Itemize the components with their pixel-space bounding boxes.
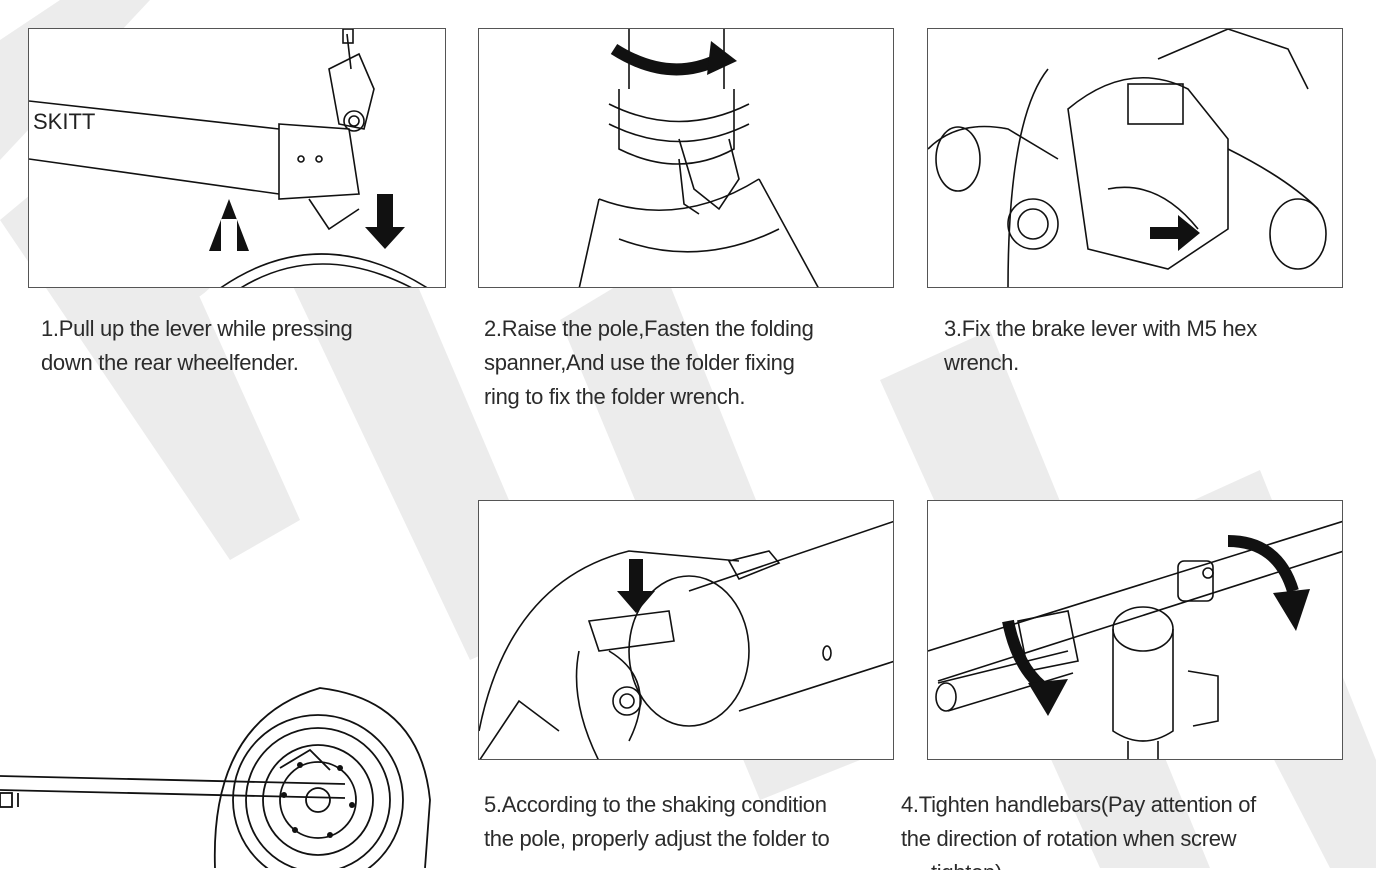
step1-illustration: SKITT: [29, 29, 428, 287]
arrow-up-icon: [209, 199, 249, 251]
rotate-arrow-icon: [610, 41, 737, 76]
step2-caption-line: ring to fix the folder wrench.: [484, 384, 746, 409]
step5-caption: 5.According to the shaking condition the…: [484, 788, 830, 856]
step5-caption-line: the pole, properly adjust the folder to: [484, 826, 830, 851]
frame-lettering: SKITT: [33, 109, 95, 134]
step5-illustration: [479, 520, 893, 759]
step3-illustration: [928, 29, 1327, 287]
step1-figure: SKITT: [28, 28, 446, 288]
step4-caption: 4.Tighten handlebars(Pay attention of th…: [901, 788, 1256, 870]
step1-caption-line: down the rear wheelfender.: [41, 350, 299, 375]
step3-caption-line: wrench.: [944, 350, 1019, 375]
step3-figure: [927, 28, 1343, 288]
step4-figure: [927, 500, 1343, 760]
step4-illustration: [928, 520, 1342, 759]
arrow-down-icon: [365, 194, 405, 249]
step2-caption-line: spanner,And use the folder fixing: [484, 350, 795, 375]
step5-figure: [478, 500, 894, 760]
step4-caption-line: 4.Tighten handlebars(Pay attention of: [901, 792, 1256, 817]
step1-caption: 1.Pull up the lever while pressing down …: [41, 312, 353, 380]
step2-caption: 2.Raise the pole,Fasten the folding span…: [484, 312, 814, 414]
step2-figure: [478, 28, 894, 288]
step4-caption-line: the direction of rotation when screw: [901, 826, 1237, 851]
step1-caption-line: 1.Pull up the lever while pressing: [41, 316, 353, 341]
step5-caption-line: 5.According to the shaking condition: [484, 792, 827, 817]
arrow-down-icon: [617, 559, 655, 613]
step3-caption: 3.Fix the brake lever with M5 hex wrench…: [944, 312, 1257, 380]
step2-caption-line: 2.Raise the pole,Fasten the folding: [484, 316, 814, 341]
scooter-rear-wheel-illustration: [0, 687, 431, 868]
step4-caption-line: tighten): [901, 856, 1256, 870]
arrow-right-icon: [1150, 215, 1200, 251]
step2-illustration: [578, 29, 819, 287]
step3-caption-line: 3.Fix the brake lever with M5 hex: [944, 316, 1257, 341]
rotate-arrow-icon: [1002, 535, 1310, 716]
